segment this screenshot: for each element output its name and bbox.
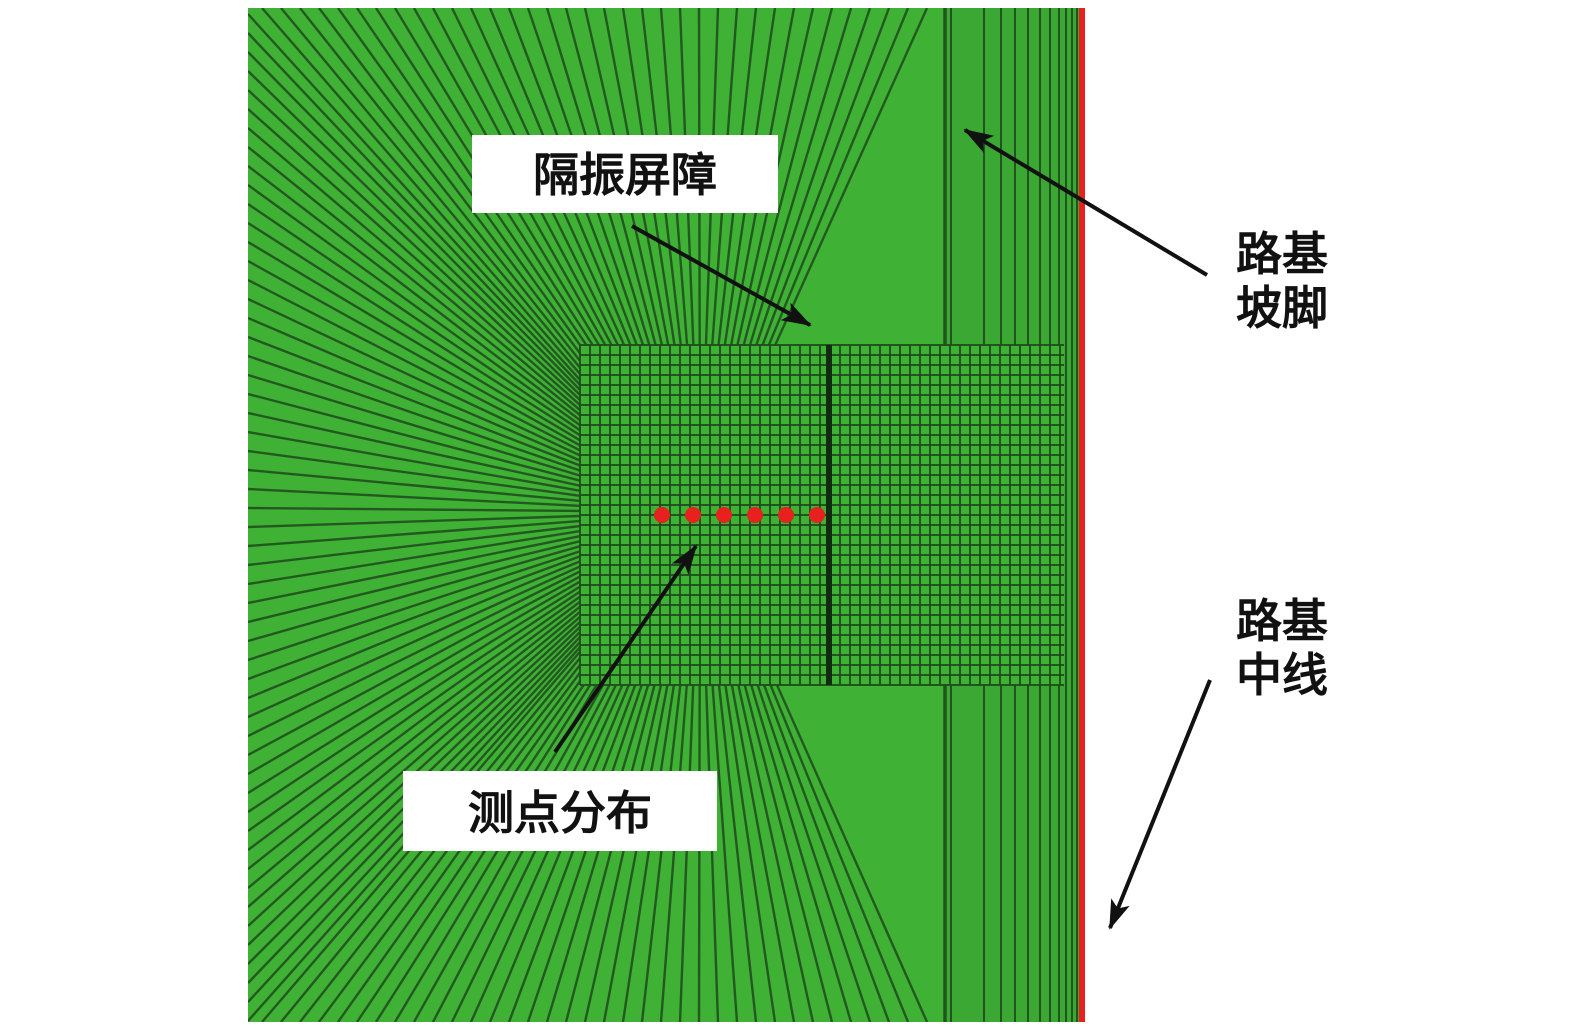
centerline-label-line1: 路基 <box>1236 594 1328 648</box>
barrier-label-box <box>472 135 778 213</box>
measurement-point <box>716 507 732 523</box>
measurement-point <box>685 507 701 523</box>
arrow-measure-points <box>553 544 698 754</box>
measurement-points <box>654 507 825 523</box>
measurement-point <box>809 507 825 523</box>
measurement-point <box>747 507 763 523</box>
fine-mesh-grid <box>579 344 1064 686</box>
measure-points-label-box <box>403 771 717 851</box>
measure-points-label: 测点分布 <box>468 786 652 840</box>
measurement-point <box>654 507 670 523</box>
centerline-label-line2: 中线 <box>1236 648 1328 702</box>
arrow-centerline <box>1108 679 1212 930</box>
barrier-label: 隔振屏障 <box>533 148 717 202</box>
slope-toe-label-line2: 坡脚 <box>1236 281 1328 335</box>
measurement-point <box>778 507 794 523</box>
vibration-barrier <box>826 345 832 685</box>
slope-toe-label-line1: 路基 <box>1236 227 1328 281</box>
arrow-slope-toe <box>963 128 1209 277</box>
arrow-barrier <box>631 224 812 327</box>
